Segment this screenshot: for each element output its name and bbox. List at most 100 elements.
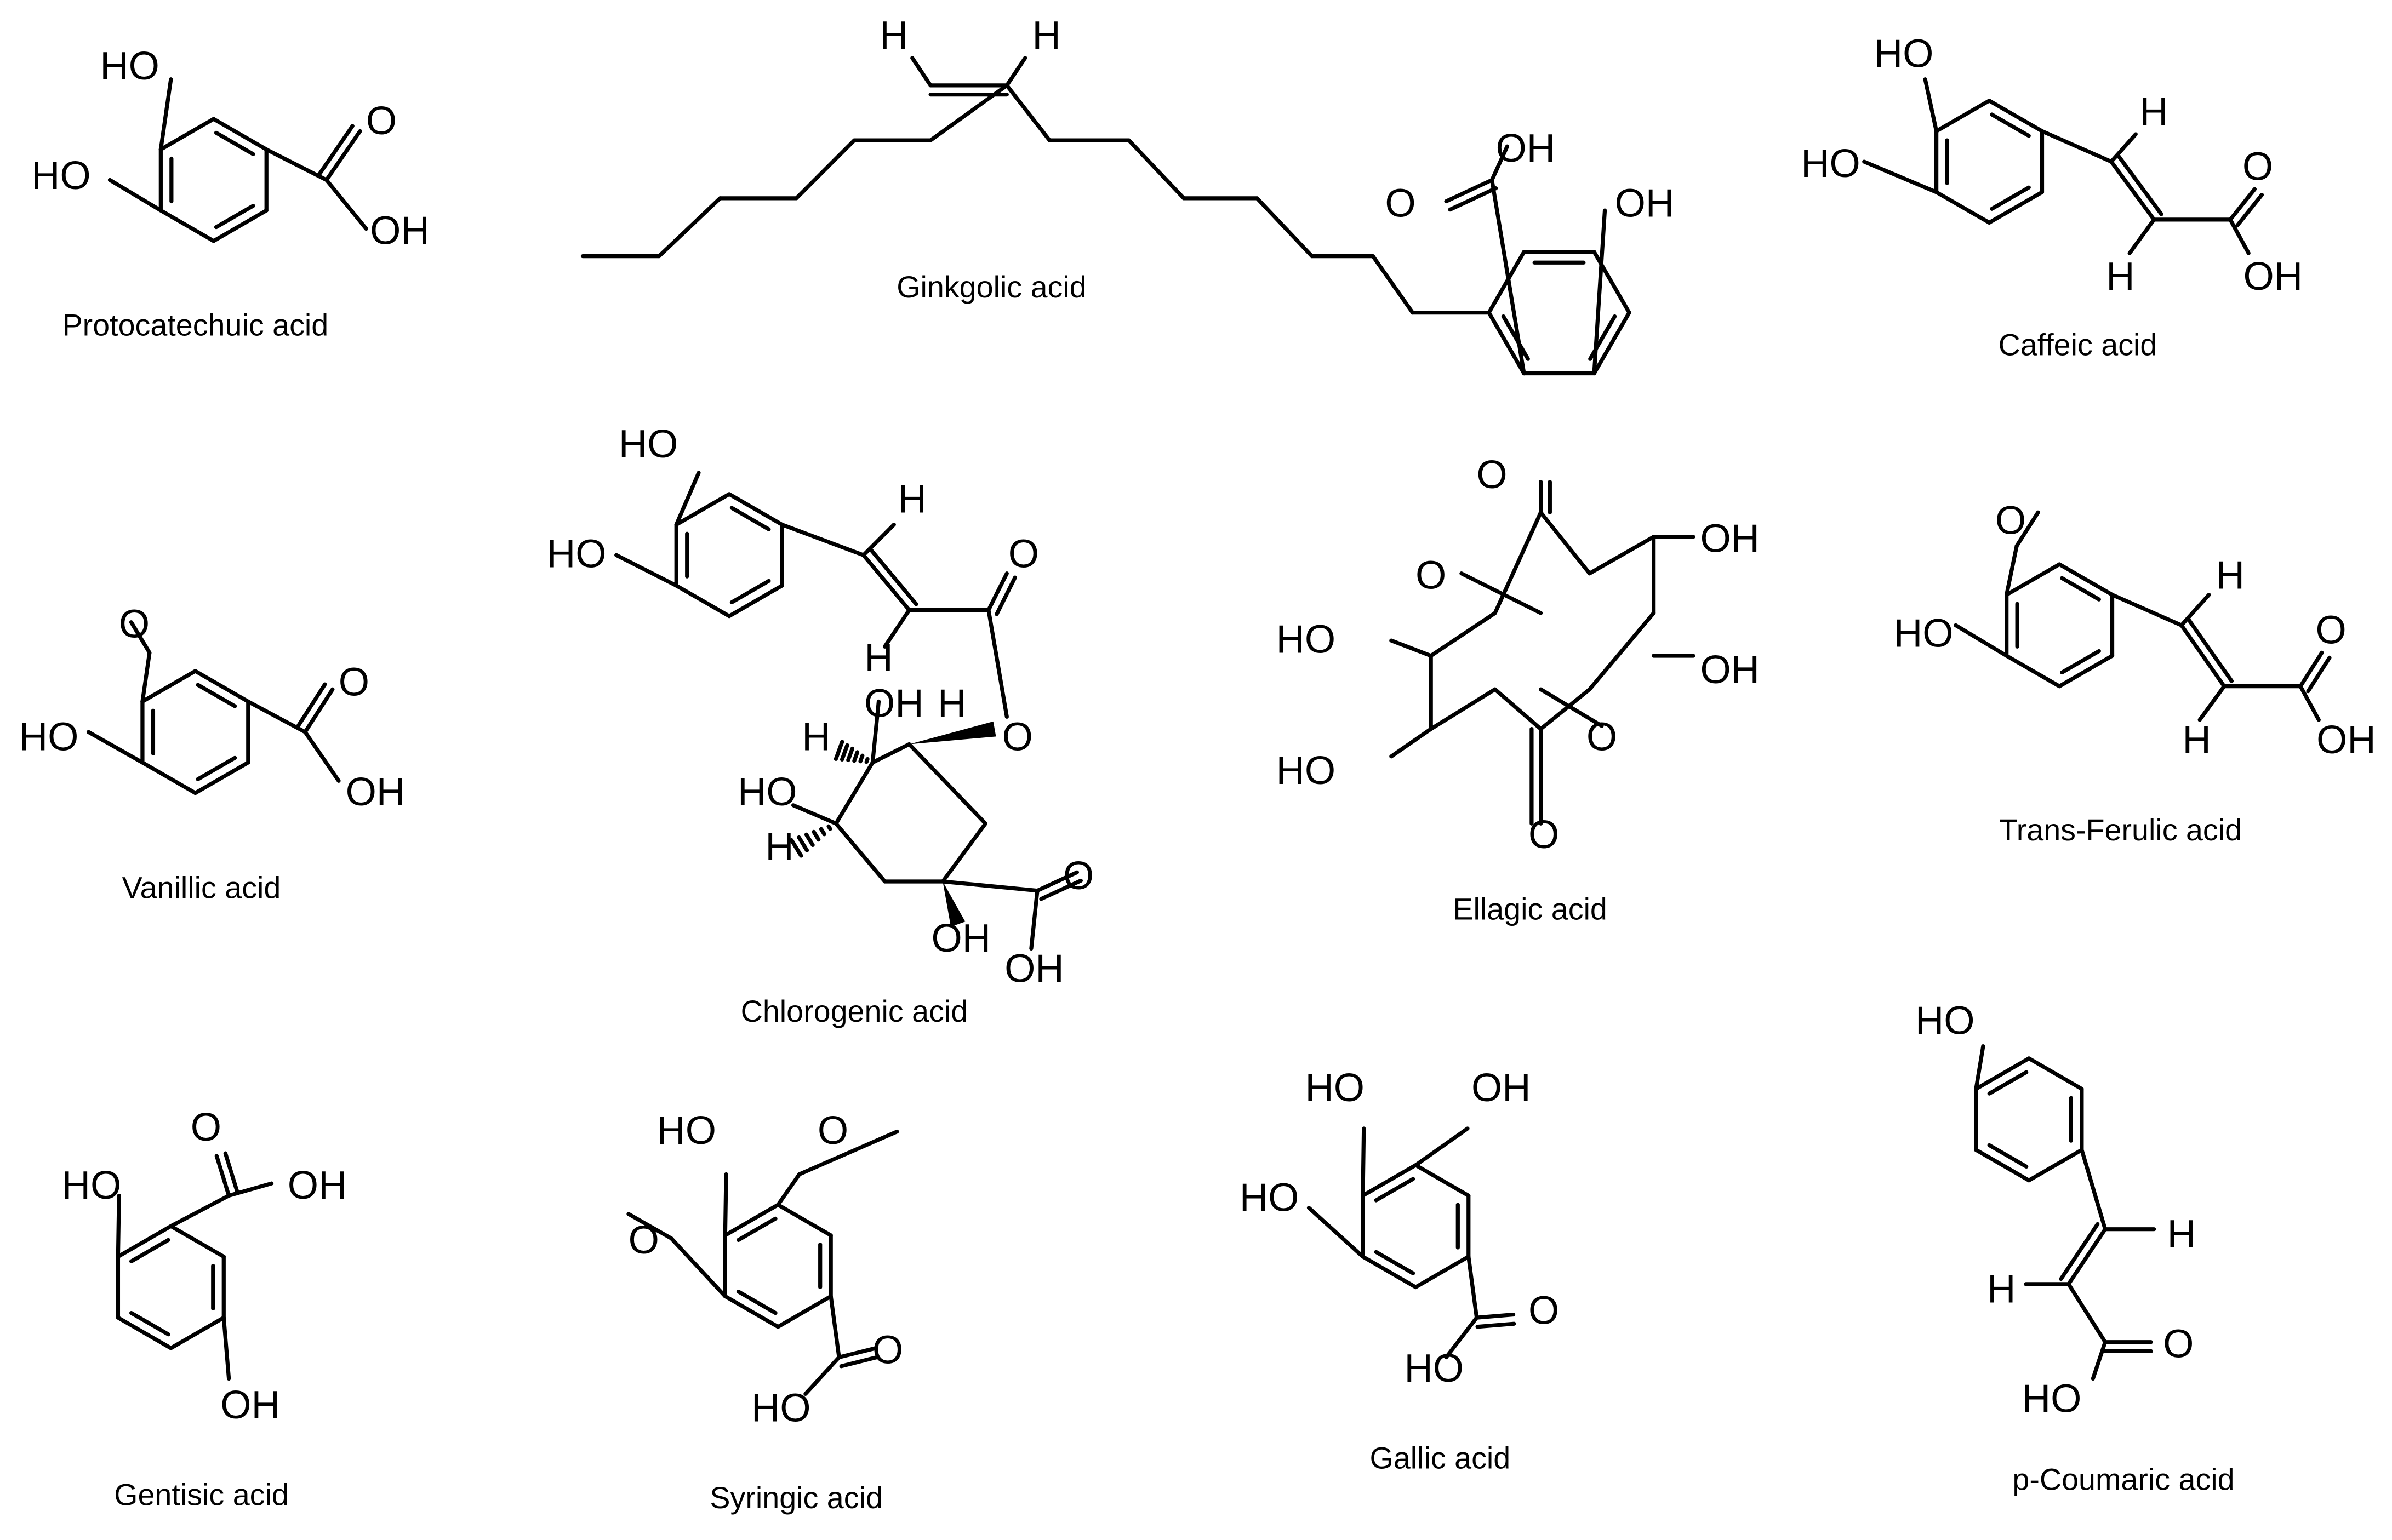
ring-bond-line bbox=[2057, 654, 2115, 689]
bond-line bbox=[1459, 571, 1543, 615]
atom-label: H bbox=[1032, 13, 1061, 58]
double-bond-line bbox=[1448, 186, 1498, 212]
atom-label: OH bbox=[1700, 517, 1760, 561]
atom-label: O bbox=[1415, 553, 1446, 598]
atom-label: H bbox=[938, 681, 966, 725]
atom-label: OH bbox=[864, 681, 924, 725]
ring-bond-line bbox=[776, 1203, 833, 1238]
aromatic-bond-line bbox=[736, 1216, 778, 1242]
compound-name: Ginkgolic acid bbox=[897, 270, 1086, 304]
bond-line bbox=[1444, 1315, 1479, 1360]
hashed-bond-line bbox=[834, 740, 844, 761]
aromatic-bond-line bbox=[729, 579, 771, 605]
double-bond-line bbox=[2187, 618, 2234, 683]
ring-bond-line bbox=[212, 208, 269, 243]
ring-bond-line bbox=[2005, 654, 2062, 689]
atom-label: O bbox=[1002, 715, 1033, 759]
atom-label: H bbox=[1987, 1267, 2016, 1311]
atom-label: O bbox=[2242, 144, 2273, 188]
bond-line bbox=[1592, 208, 1607, 376]
atom-label: O bbox=[119, 602, 150, 646]
aromatic-bond-line bbox=[214, 204, 255, 230]
aromatic-bond-line bbox=[196, 755, 237, 781]
compound-syringic-acid: HO O O O HO Syringic acid bbox=[629, 1108, 904, 1515]
atom-label: H bbox=[898, 477, 927, 521]
atom-label: OH bbox=[1004, 947, 1064, 991]
hashed-bond-line bbox=[812, 829, 821, 842]
ring-bond-line bbox=[723, 1294, 780, 1329]
atom-label: OH bbox=[288, 1163, 347, 1207]
ring-bond-line bbox=[674, 583, 732, 619]
double-bond-line bbox=[868, 547, 918, 606]
bond-line bbox=[1539, 687, 1592, 731]
bond-line bbox=[226, 1181, 274, 1198]
hashed-bond-line bbox=[797, 835, 809, 852]
atom-label: O bbox=[2163, 1322, 2194, 1366]
double-bond-line bbox=[2059, 1222, 2100, 1281]
bond-line bbox=[221, 1315, 231, 1381]
compound-name: Syringic acid bbox=[710, 1481, 883, 1515]
aromatic-bond-line bbox=[1990, 112, 2031, 138]
atom-label: OH bbox=[1496, 126, 1556, 170]
bond-line bbox=[1475, 1312, 1516, 1320]
ring-bond-line bbox=[1413, 1163, 1471, 1198]
bond-line bbox=[1389, 638, 1433, 658]
bond-line bbox=[2109, 159, 2156, 222]
ring-bond-line bbox=[116, 1224, 173, 1259]
bond-line bbox=[158, 77, 173, 152]
bond-line bbox=[1004, 83, 1052, 142]
aromatic-bond-line bbox=[2060, 649, 2101, 675]
bond-line bbox=[837, 1346, 878, 1360]
bond-line bbox=[2298, 684, 2321, 722]
atom-label: HO bbox=[1276, 748, 1336, 793]
ring-bond-line bbox=[193, 760, 250, 795]
compound-name: Ellagic acid bbox=[1453, 892, 1607, 926]
compound-chlorogenic-acid: HO HO H O H OH H H O HO H O OH OH Chloro… bbox=[547, 422, 1094, 1028]
aromatic-bond-line bbox=[196, 683, 237, 708]
atom-label: HO bbox=[19, 715, 79, 759]
bond-line bbox=[834, 760, 875, 826]
atom-label: OH bbox=[1615, 181, 1675, 225]
atom-label: HO bbox=[547, 532, 607, 576]
atom-label: HO bbox=[1915, 998, 1975, 1043]
atom-label: OH bbox=[2243, 254, 2303, 299]
compound-name: p-Coumaric acid bbox=[2012, 1463, 2234, 1497]
bond-line bbox=[107, 178, 163, 213]
bond-line bbox=[794, 138, 857, 201]
compound-p-coumaric-acid: HO H H O HO p-Coumaric acid bbox=[1915, 998, 2235, 1496]
atom-label: HO bbox=[1276, 617, 1336, 661]
bond-line bbox=[1493, 510, 1543, 615]
aromatic-bond-line bbox=[2060, 576, 2101, 602]
ring-bond-line bbox=[169, 1224, 226, 1259]
atom-label: OH bbox=[1700, 648, 1760, 692]
bond-line bbox=[303, 687, 335, 734]
ring-bond-line bbox=[158, 117, 216, 152]
bond-line bbox=[669, 1236, 727, 1298]
bond-line bbox=[1493, 687, 1543, 731]
bond-line bbox=[1306, 1206, 1365, 1259]
double-bond-line bbox=[1039, 878, 1083, 901]
bond-line bbox=[1035, 870, 1079, 893]
compound-ellagic-acid: O O OH OH HO HO O O Ellagic acid bbox=[1276, 453, 1760, 926]
ring-bond-line bbox=[116, 1315, 173, 1350]
ring-bond-line bbox=[727, 583, 784, 619]
atom-label: HO bbox=[738, 770, 797, 814]
atom-label: H bbox=[2182, 718, 2211, 762]
bond-line bbox=[834, 821, 887, 884]
bond-line bbox=[861, 522, 896, 557]
bond-line bbox=[870, 699, 881, 765]
atom-label: O bbox=[1586, 715, 1617, 759]
bond-line bbox=[2179, 593, 2211, 627]
bond-line bbox=[986, 608, 1009, 719]
ring-bond-line bbox=[1974, 1148, 2031, 1183]
bond-line bbox=[1413, 1126, 1470, 1167]
atom-label: HO bbox=[62, 1163, 122, 1207]
atom-label: OH bbox=[220, 1383, 280, 1427]
atom-label: O bbox=[1528, 812, 1559, 857]
aromatic-bond-line bbox=[129, 1310, 170, 1337]
ring-bond-line bbox=[1592, 311, 1631, 376]
atom-label: OH bbox=[370, 208, 430, 253]
bond-line bbox=[910, 56, 933, 88]
bond-line bbox=[2127, 217, 2156, 255]
